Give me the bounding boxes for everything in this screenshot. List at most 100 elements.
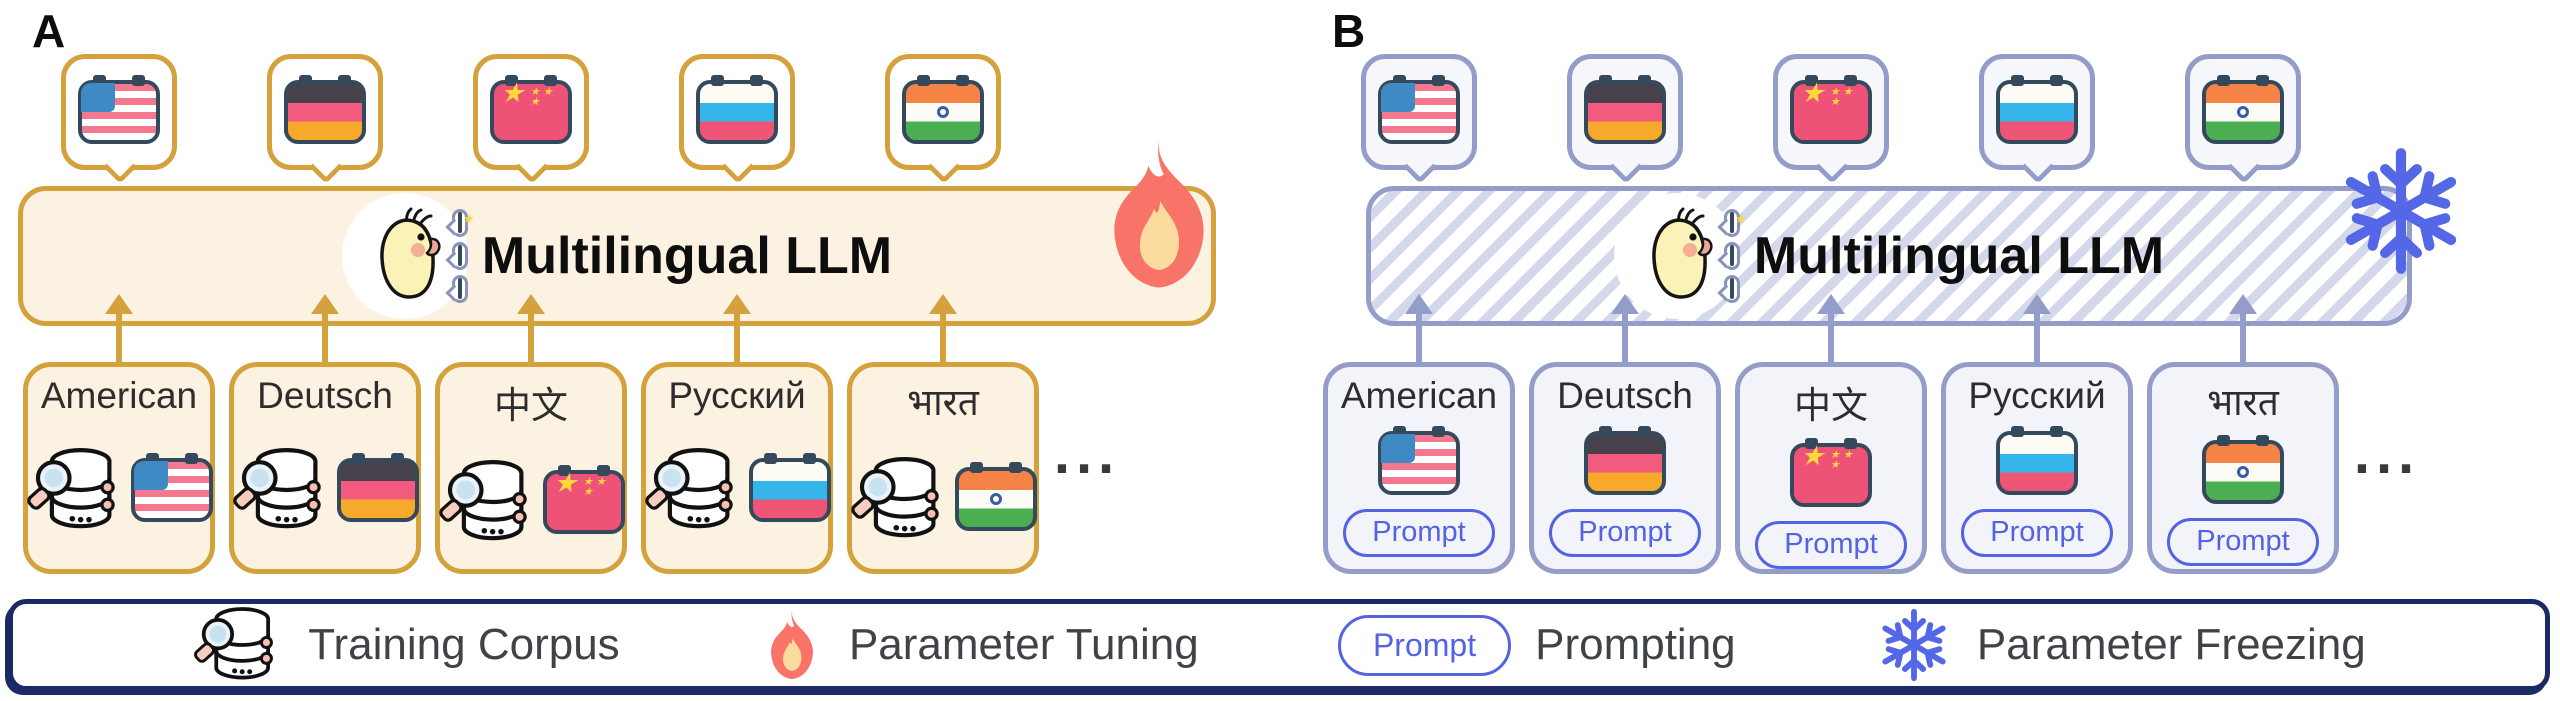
mini-bubble — [451, 275, 468, 303]
ellipsis: ... — [1053, 420, 1121, 486]
speech-bubble — [885, 54, 1001, 184]
bubble-tail — [1609, 150, 1643, 184]
legend-label: Prompting — [1535, 620, 1736, 669]
us-canton — [81, 83, 116, 113]
corpus-box-deutsch: Deutsch — [229, 362, 421, 574]
prompt-box-hindi: भारत Prompt — [2147, 362, 2339, 574]
up-arrow — [1817, 294, 1845, 364]
bubble-tail — [515, 150, 549, 184]
prompt-pill: Prompt — [1549, 509, 1701, 557]
russia-flag-icon — [1729, 278, 1734, 299]
panel-b-prompt-boxes: American Prompt Deutsch Prompt 中文 Prompt — [1316, 362, 2428, 574]
us-flag-icon — [1378, 75, 1460, 144]
us-flag-icon — [131, 453, 213, 522]
mini-bubble — [1723, 242, 1740, 270]
parrot-speech-bubbles — [451, 209, 474, 303]
bubble-tail — [2227, 150, 2261, 184]
prompt-pill: Prompt — [2167, 518, 2319, 566]
legend-item-parameter-freezing: Parameter Freezing — [1875, 606, 2366, 684]
china-stars — [547, 468, 621, 530]
mini-bubble — [451, 209, 474, 237]
panel-a-label: A — [32, 5, 66, 57]
language-label: 中文 — [1794, 385, 1868, 426]
bubble-tail — [103, 150, 137, 184]
llm-title: Multilingual LLM — [481, 227, 893, 285]
india-chakra — [990, 493, 1002, 505]
china-flag-icon — [543, 465, 625, 534]
prompt-pill: Prompt — [1961, 509, 2113, 557]
germany-flag-icon — [284, 75, 366, 144]
us-canton — [134, 461, 169, 491]
germany-flag-icon — [1584, 75, 1666, 144]
legend-label: Parameter Tuning — [848, 620, 1199, 669]
legend-label: Parameter Freezing — [1976, 620, 2366, 669]
llm-title: Multilingual LLM — [1753, 227, 2165, 285]
speech-bubble — [267, 54, 383, 184]
panel-a-connectors — [16, 294, 1128, 364]
panels: A — [0, 0, 2560, 592]
china-flag-icon — [1790, 438, 1872, 507]
india-flag-icon — [2202, 75, 2284, 144]
speech-bubble — [61, 54, 177, 184]
training-corpus-icon — [25, 439, 127, 541]
up-arrow — [723, 294, 751, 364]
panel-a: A — [10, 0, 1260, 592]
prompt-box-chinese: 中文 Prompt — [1735, 362, 1927, 574]
prompt-box-american: American Prompt — [1323, 362, 1515, 574]
training-corpus-icon — [231, 439, 333, 541]
language-label: भारत — [2207, 382, 2279, 423]
cockatiel-group — [341, 193, 474, 319]
us-flag-icon — [1729, 245, 1734, 266]
up-arrow — [311, 294, 339, 364]
panel-b-connectors — [1316, 294, 2428, 364]
up-arrow — [517, 294, 545, 364]
speech-bubble — [2185, 54, 2301, 184]
us-flag-icon — [1378, 426, 1460, 495]
training-corpus-icon — [849, 448, 951, 550]
panel-a-corpus-boxes: American Deutsch 中文 — [16, 362, 1128, 574]
mini-bubble — [1723, 209, 1746, 237]
bubble-tail — [309, 150, 343, 184]
mini-bubble — [1723, 275, 1740, 303]
us-canton — [1381, 83, 1416, 113]
china-flag-icon — [457, 211, 474, 233]
speech-bubble — [1773, 54, 1889, 184]
legend-item-parameter-tuning: Parameter Tuning — [759, 603, 1199, 687]
corpus-box-hindi: भारत — [847, 362, 1039, 574]
china-flag-icon — [490, 75, 572, 144]
panel-b-label: B — [1332, 5, 1366, 57]
prompt-pill: Prompt — [1755, 521, 1907, 569]
prompt-pill: Prompt — [1337, 614, 1512, 676]
language-label: Русский — [668, 375, 806, 416]
russia-flag-icon — [696, 75, 778, 144]
up-arrow — [1405, 294, 1433, 364]
speech-bubble — [473, 54, 589, 184]
china-flag-icon — [1729, 211, 1746, 233]
corpus-box-chinese: 中文 — [435, 362, 627, 574]
up-arrow — [105, 294, 133, 364]
cockatiel-icon — [341, 193, 468, 319]
bubble-tail — [1815, 150, 1849, 184]
speech-bubble — [1567, 54, 1683, 184]
china-stars — [1794, 441, 1868, 503]
snowflake-icon — [1875, 606, 1953, 684]
up-arrow — [2229, 294, 2257, 364]
legend-item-training-corpus: Training Corpus — [192, 599, 620, 691]
language-label: भारत — [907, 382, 979, 423]
panel-a-output-bubbles — [16, 54, 1128, 184]
prompt-box-russian: Русский Prompt — [1941, 362, 2133, 574]
bubble-tail — [1403, 150, 1437, 184]
us-flag-icon — [78, 75, 160, 144]
speech-bubble — [1979, 54, 2095, 184]
panel-b-output-bubbles — [1316, 54, 2428, 184]
language-label: 中文 — [494, 385, 568, 426]
bubble-tail — [927, 150, 961, 184]
russia-flag-icon — [457, 278, 462, 299]
china-stars — [1794, 78, 1868, 140]
us-flag-icon — [457, 245, 462, 266]
ellipsis: ... — [2353, 420, 2421, 486]
india-flag-icon — [2202, 435, 2284, 504]
language-label: Deutsch — [257, 375, 393, 416]
legend-item-prompting: Prompt Prompting — [1337, 614, 1736, 676]
